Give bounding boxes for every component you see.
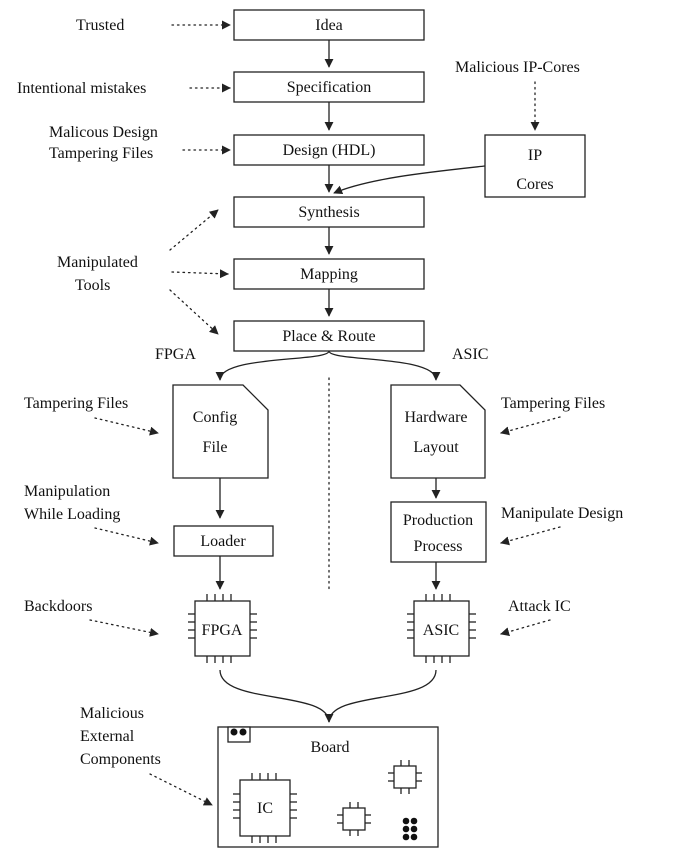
idea-stage: Idea	[233, 9, 425, 41]
branch-fpga-label: FPGA	[155, 346, 196, 363]
config-file-label-1: Config	[193, 409, 237, 426]
arrow-asic-board	[328, 669, 437, 723]
ip-cores-label-1: IP	[528, 147, 542, 164]
arrow-attack-ic	[500, 619, 551, 637]
hardware-layout-box: Hardware Layout	[390, 384, 486, 479]
synthesis-stage: Synthesis	[233, 196, 425, 228]
threat-backdoors: Backdoors	[24, 598, 92, 615]
place-route-stage: Place & Route	[233, 320, 425, 352]
threat-manipulated-tools-2: Tools	[75, 277, 110, 294]
design-stage: Design (HDL)	[233, 134, 425, 166]
mapping-label: Mapping	[300, 266, 358, 283]
arrow-place-fpga	[215, 350, 330, 381]
specification-label: Specification	[287, 79, 371, 96]
arrow-fpga-board	[219, 669, 334, 723]
arrow-ipcores-synthesis	[333, 165, 486, 195]
design-label: Design (HDL)	[283, 142, 376, 159]
threat-attack-ic: Attack IC	[508, 598, 571, 615]
arrow-tampering-layout	[500, 416, 561, 436]
ip-cores-box: IP Cores	[484, 134, 586, 198]
threat-malicious-external-1: Malicious	[80, 705, 144, 722]
hardware-layout-label-2: Layout	[413, 439, 459, 456]
asic-label: ASIC	[423, 622, 459, 639]
synthesis-label: Synthesis	[298, 204, 359, 221]
production-process-label-1: Production	[403, 512, 473, 529]
threat-manipulation-loading-2: While Loading	[24, 506, 120, 523]
threat-manipulate-design: Manipulate Design	[501, 505, 623, 522]
ip-cores-label-2: Cores	[516, 176, 553, 193]
arrow-manipulate-design	[500, 526, 561, 546]
board: Board IC	[217, 726, 439, 848]
production-process-box: Production Process	[390, 501, 487, 563]
arrow-backdoors	[89, 619, 159, 637]
board-label: Board	[310, 739, 349, 756]
arrow-external	[149, 773, 213, 806]
place-route-label: Place & Route	[282, 328, 375, 345]
threat-malicious-external-3: Components	[80, 751, 161, 768]
threat-design-tampering-2: Tampering Files	[49, 145, 153, 162]
mapping-stage: Mapping	[233, 258, 425, 290]
board-small-chip-1	[337, 802, 371, 836]
fpga-chip: FPGA	[188, 594, 257, 663]
production-process-label-2: Process	[414, 538, 463, 555]
board-ic: IC	[233, 773, 297, 843]
asic-chip: ASIC	[407, 594, 476, 663]
fpga-label: FPGA	[202, 622, 243, 639]
threat-manipulated-tools-1: Manipulated	[57, 254, 138, 271]
board-ic-label: IC	[257, 800, 273, 817]
config-file-label-2: File	[203, 439, 228, 456]
threat-design-tampering-1: Malicous Design	[49, 124, 158, 141]
threat-manipulation-loading-1: Manipulation	[24, 483, 110, 500]
branch-asic-label: ASIC	[452, 346, 488, 363]
idea-label: Idea	[315, 17, 343, 34]
threat-intentional-mistakes: Intentional mistakes	[17, 80, 146, 97]
arrow-manipulation-loader	[94, 527, 159, 546]
arrow-place-asic	[328, 350, 441, 381]
threat-tampering-files-left: Tampering Files	[24, 395, 128, 412]
threat-tampering-files-right: Tampering Files	[501, 395, 605, 412]
threat-malicious-ip-cores: Malicious IP-Cores	[455, 59, 580, 76]
loader-box: Loader	[173, 525, 274, 557]
arrow-tools-synthesis	[169, 209, 219, 251]
board-small-chip-2	[388, 760, 422, 794]
hardware-layout-label-1: Hardware	[404, 409, 467, 426]
arrow-tools-mapping	[171, 269, 229, 279]
threat-malicious-external-2: External	[80, 728, 135, 745]
arrow-tools-place	[169, 289, 219, 335]
threat-trusted: Trusted	[76, 17, 124, 34]
config-file-box: Config File	[172, 384, 269, 479]
specification-stage: Specification	[233, 71, 425, 103]
arrow-tampering-config	[94, 417, 159, 436]
loader-label: Loader	[200, 533, 246, 550]
board-connector-dots	[402, 817, 418, 841]
